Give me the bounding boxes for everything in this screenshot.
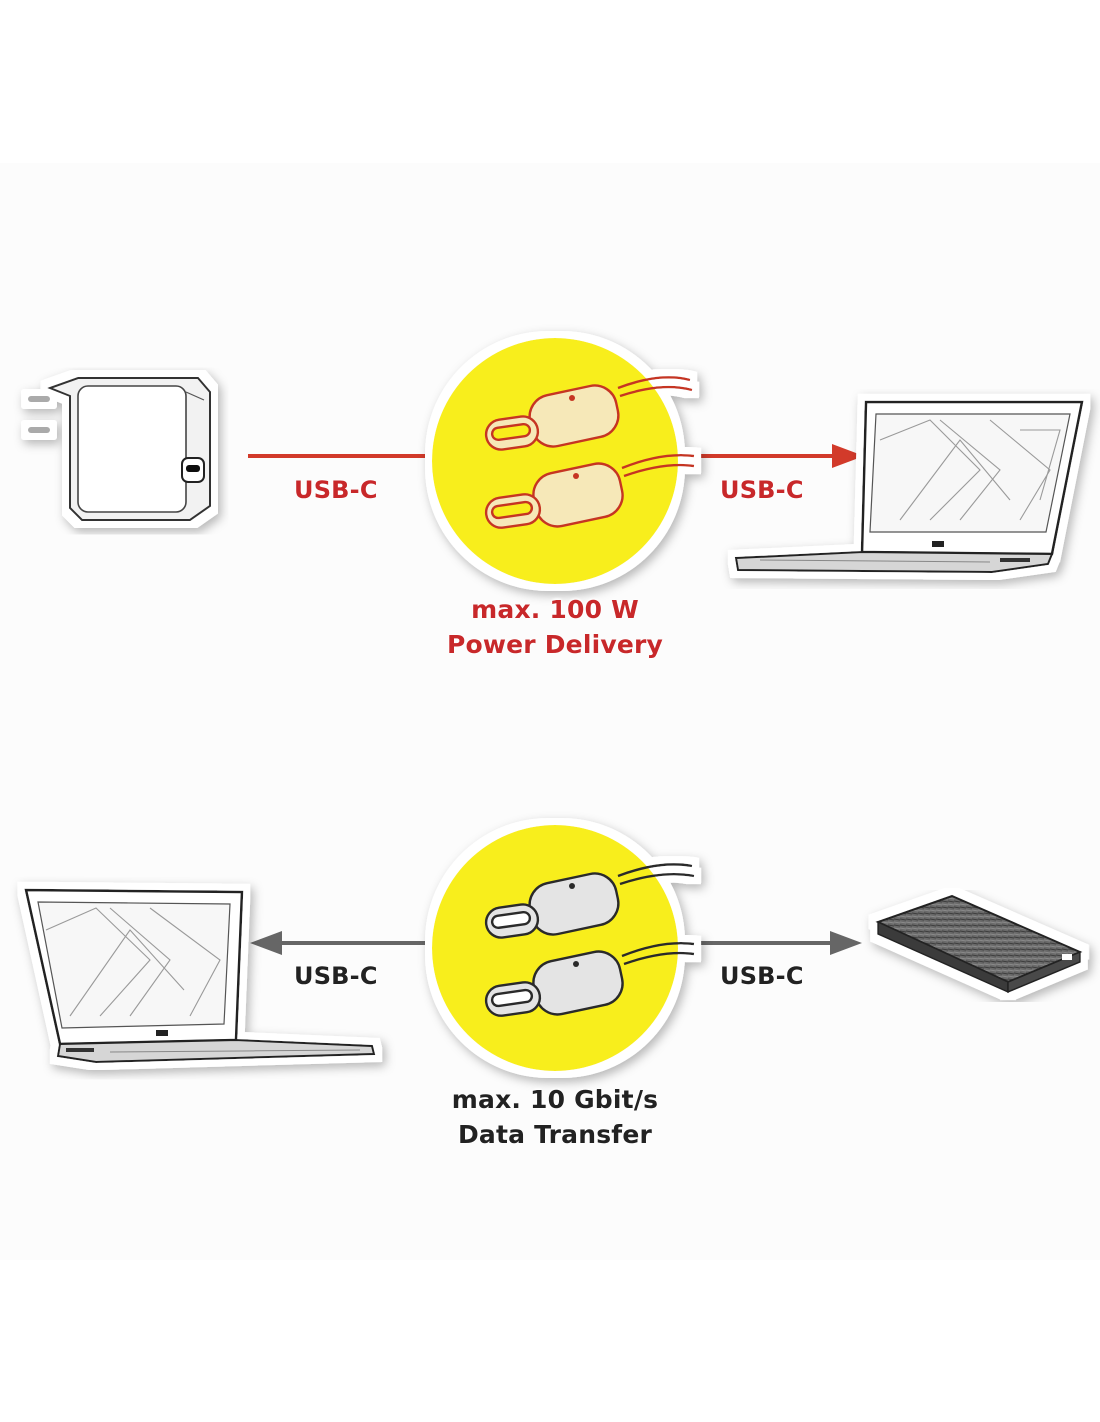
data-left-port-label: USB-C xyxy=(294,962,378,990)
power-caption-line1: max. 100 W xyxy=(471,595,639,624)
laptop-icon xyxy=(734,400,1084,574)
data-row xyxy=(24,825,1083,1071)
arrow-head-right-icon xyxy=(832,444,864,468)
power-left-port-label: USB-C xyxy=(294,476,378,504)
power-right-port-label: USB-C xyxy=(720,476,804,504)
usb-c-cable-icon xyxy=(432,825,695,1071)
data-caption-line1: max. 10 Gbit/s xyxy=(451,1085,659,1114)
external-drive-icon xyxy=(875,894,1083,994)
arrow-head-left-icon xyxy=(250,931,282,955)
arrow-head-right-icon xyxy=(830,931,862,955)
data-right-port-label: USB-C xyxy=(720,962,804,990)
laptop-icon xyxy=(24,888,376,1064)
data-caption-line2: Data Transfer xyxy=(457,1120,653,1149)
power-caption: max. 100 W Power Delivery xyxy=(405,592,705,662)
power-caption-line2: Power Delivery xyxy=(446,630,664,659)
data-caption: max. 10 Gbit/s Data Transfer xyxy=(405,1082,705,1152)
data-arrow xyxy=(250,931,862,955)
usb-c-cable-icon xyxy=(432,338,695,584)
wall-charger-icon xyxy=(28,377,211,521)
power-row xyxy=(28,338,1084,584)
power-arrow xyxy=(248,444,864,468)
